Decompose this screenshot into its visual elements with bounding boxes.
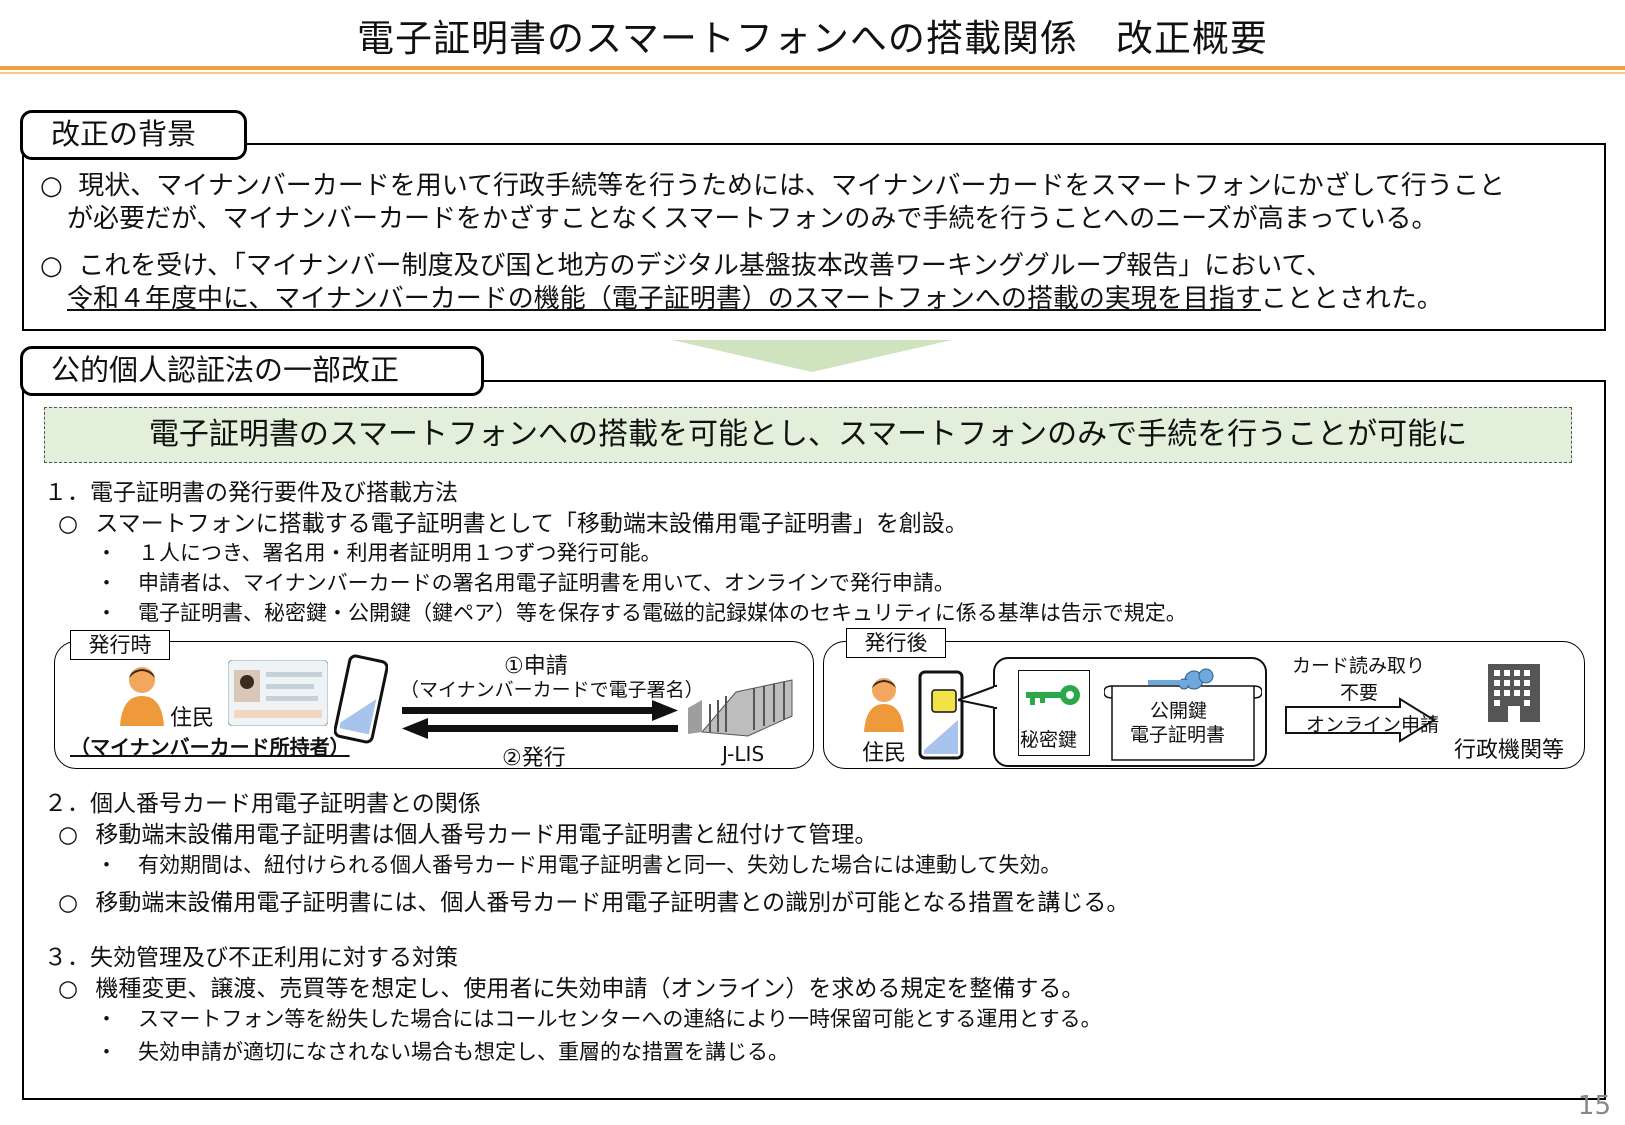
circle-bullet: ○	[40, 171, 63, 201]
resident-icon	[864, 678, 904, 732]
agency-label: 行政機関等	[1454, 738, 1565, 763]
section-3-heading: ３．失効管理及び不正利用に対する対策	[44, 945, 458, 971]
section-2-item-2: ○ 移動端末設備用電子証明書には、個人番号カード用電子証明書との識別が可能となる…	[58, 890, 1130, 916]
background-box	[22, 143, 1606, 331]
private-key-label: 秘密鍵	[1020, 729, 1078, 751]
government-building-icon	[1488, 664, 1540, 722]
smartphone-icon	[334, 654, 388, 744]
private-key-card	[1018, 670, 1090, 756]
section-2-sub-1: ・ 有効期間は、紐付けられる個人番号カード用電子証明書と同一、失効した場合には連…	[96, 853, 1062, 877]
online-application-label: オンライン申請	[1306, 714, 1440, 736]
section-1-sub-3: ・ 電子証明書、秘密鍵・公開鍵（鍵ペア）等を保存する電磁的記録媒体のセキュリティ…	[96, 601, 1187, 625]
request-arrow-icon	[402, 700, 678, 721]
circle-bullet: ○	[58, 890, 79, 916]
section-1-sub-1: ・ １人につき、署名用・利用者証明用１つずつ発行可能。	[96, 541, 662, 565]
title-rule-light	[0, 72, 1625, 74]
summary-banner: 電子証明書のスマートフォンへの搭載を可能とし、スマートフォンのみで手続を行うこと…	[44, 407, 1572, 463]
resident-label: 住民	[170, 706, 215, 731]
background-tab: 改正の背景	[20, 110, 247, 160]
key-icon	[1026, 685, 1080, 705]
section-3-item: ○ 機種変更、譲渡、売買等を想定し、使用者に失効申請（オンライン）を求める規定を…	[58, 976, 1085, 1002]
section-2-item-1: ○ 移動端末設備用電子証明書は個人番号カード用電子証明書と紐付けて管理。	[58, 822, 878, 848]
jlis-label: J-LIS	[722, 742, 765, 766]
section-1-item: ○ スマートフォンに搭載する電子証明書として「移動端末設備用電子証明書」を創設。	[58, 511, 968, 537]
circle-bullet: ○	[58, 822, 79, 848]
resident-icon	[120, 667, 164, 726]
circle-bullet: ○	[40, 251, 63, 281]
request-label: ①申請	[504, 654, 568, 679]
circle-bullet: ○	[58, 511, 79, 537]
section-3-sub-2: ・ 失効申請が適切になされない場合も想定し、重層的な措置を講じる。	[96, 1040, 789, 1064]
online-arrow-icon	[1285, 697, 1436, 743]
jlis-building-icon	[688, 679, 793, 737]
amendment-tab: 公的個人認証法の一部改正	[20, 346, 484, 396]
id-card-icon	[228, 660, 328, 726]
issue-arrow-icon	[402, 718, 678, 739]
issue-label: ②発行	[502, 746, 566, 771]
certificate-scroll-icon	[1104, 668, 1262, 761]
public-key-label: 公開鍵	[1150, 700, 1208, 722]
page-number: 15	[1577, 1091, 1611, 1121]
circle-bullet: ○	[58, 976, 79, 1002]
section-2-heading: ２．個人番号カード用電子証明書との関係	[44, 791, 481, 817]
down-arrow-icon	[672, 340, 952, 372]
request-sub-label: （マイナンバーカードで電子署名）	[400, 679, 704, 701]
smartphone-chip-icon	[918, 670, 964, 760]
section-1-heading: １．電子証明書の発行要件及び搭載方法	[44, 480, 458, 506]
after-issuance-label: 発行後	[846, 628, 946, 658]
issuance-diagram	[54, 641, 814, 769]
not-required-label: 不要	[1340, 682, 1379, 704]
card-holder-label: （マイナンバーカード所持者）	[70, 735, 350, 759]
certificate-label: 電子証明書	[1130, 724, 1226, 746]
page-title: 電子証明書のスマートフォンへの搭載関係 改正概要	[357, 17, 1268, 60]
section-1-sub-2: ・ 申請者は、マイナンバーカードの署名用電子証明書を用いて、オンラインで発行申請…	[96, 571, 955, 595]
background-item-1: ○ 現状、マイナンバーカードを用いて行政手続等を行うためには、マイナンバーカード…	[40, 171, 1505, 234]
title-rule	[0, 66, 1625, 70]
background-item-2: ○ これを受け、「マイナンバー制度及び国と地方のデジタル基盤抜本改善ワーキンググ…	[40, 251, 1443, 314]
resident-label: 住民	[862, 741, 907, 766]
issuance-label: 発行時	[70, 630, 170, 660]
section-3-sub-1: ・ スマートフォン等を紛失した場合にはコールセンターへの連絡により一時保留可能と…	[96, 1007, 1102, 1031]
underlined-goal: 令和４年度中に、マイナンバーカードの機能（電子証明書）のスマートフォンへの搭載の…	[67, 284, 1261, 314]
card-read-label: カード読み取り	[1292, 655, 1426, 677]
